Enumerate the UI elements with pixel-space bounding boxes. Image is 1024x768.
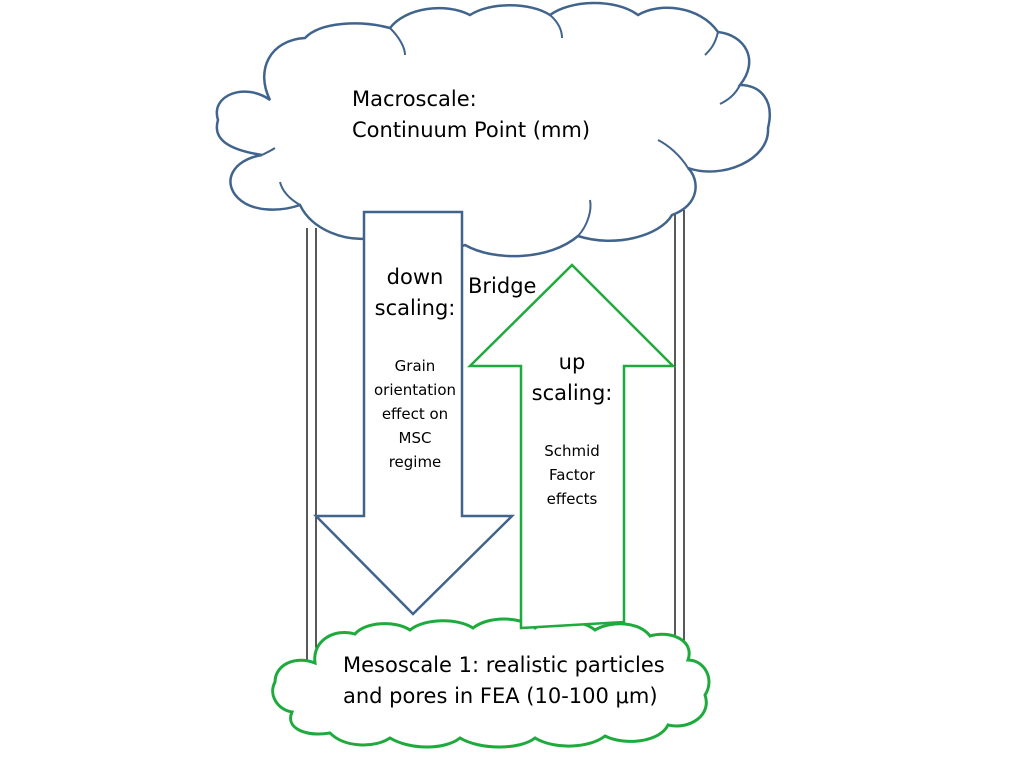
down-desc-line: orientation <box>373 381 457 399</box>
up-desc-line: effects <box>546 490 598 508</box>
down-scaling-title-line2: scaling: <box>374 296 456 320</box>
macroscale-title: Macroscale: <box>352 87 477 111</box>
cloud-scallop <box>704 31 719 56</box>
up-scaling-arrow <box>466 263 677 630</box>
macroscale-label: Macroscale: Continuum Point (mm) <box>352 84 590 146</box>
down-scaling-description: Grain orientation effect on MSC regime <box>364 354 466 474</box>
macroscale-subtitle: Continuum Point (mm) <box>352 118 591 142</box>
mesoscale-subtitle: and pores in FEA (10-100 μm) <box>343 684 658 708</box>
up-scaling-title-line1: up <box>558 350 586 374</box>
mesoscale-cloud <box>271 617 711 749</box>
macroscale-cloud <box>215 1 771 258</box>
mesoscale-title: Mesoscale 1: realistic particles <box>343 653 665 677</box>
bridge-label: Bridge <box>468 274 537 298</box>
down-desc-line: MSC <box>398 429 432 447</box>
down-desc-line: effect on <box>381 405 449 423</box>
down-desc-line: regime <box>388 453 442 471</box>
cloud-scallop <box>719 84 741 105</box>
up-scaling-title: up scaling: <box>521 347 623 409</box>
cloud-scallop <box>549 14 563 39</box>
down-scaling-title: down scaling: <box>364 262 466 324</box>
down-scaling-arrow <box>313 210 516 616</box>
cloud-scallop <box>577 199 592 237</box>
cloud-scallop <box>389 27 406 56</box>
macroscale-cloud-details <box>261 14 741 237</box>
cloud-scallop <box>279 181 301 206</box>
down-scaling-title-line1: down <box>386 265 444 289</box>
up-scaling-description: Schmid Factor effects <box>521 439 623 511</box>
up-scaling-title-line2: scaling: <box>531 381 613 405</box>
up-desc-line: Schmid <box>544 442 600 460</box>
cloud-scallop <box>657 139 689 169</box>
mesoscale-label: Mesoscale 1: realistic particles and por… <box>343 650 665 712</box>
bridge-frame <box>306 210 685 660</box>
cloud-scallop <box>261 147 276 156</box>
down-desc-line: Grain <box>394 357 436 375</box>
up-desc-line: Factor <box>549 466 595 484</box>
